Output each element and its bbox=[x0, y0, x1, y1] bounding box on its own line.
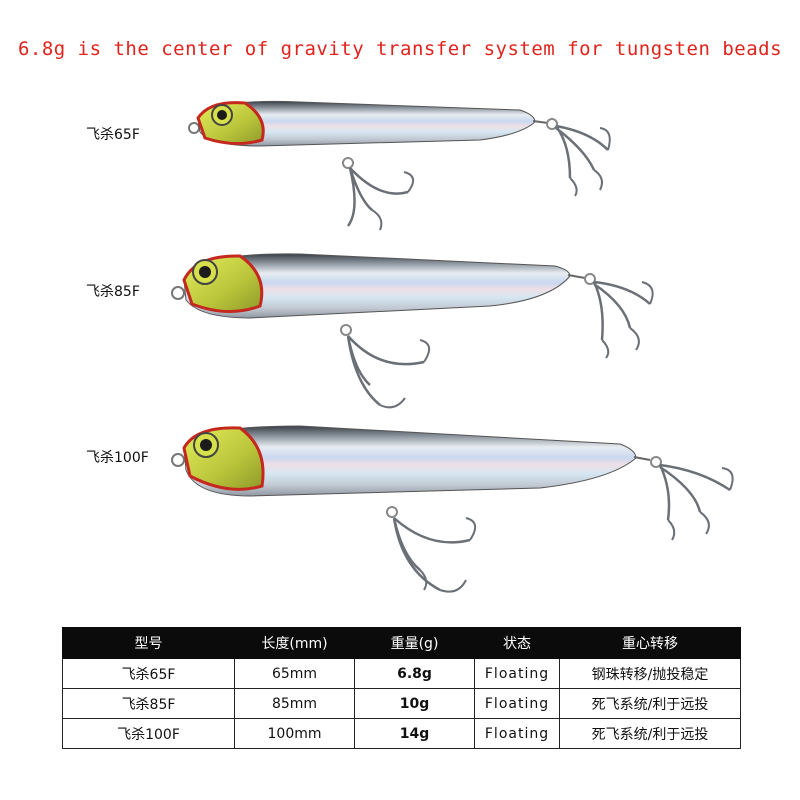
spec-table: 型号 长度(mm) 重量(g) 状态 重心转移 飞杀65F 65mm 6.8g … bbox=[62, 627, 741, 749]
cell-weight: 14g bbox=[354, 718, 475, 749]
cell-model: 飞杀100F bbox=[62, 718, 235, 749]
cell-length: 100mm bbox=[234, 718, 355, 749]
cell-length: 65mm bbox=[234, 658, 355, 689]
header-state: 状态 bbox=[474, 627, 560, 659]
table-row: 飞杀85F 85mm 10g Floating 死飞系统/利于远投 bbox=[62, 688, 741, 719]
cell-state: Floating bbox=[474, 688, 560, 719]
table-row: 飞杀65F 65mm 6.8g Floating 钢珠转移/抛投稳定 bbox=[62, 658, 741, 689]
cell-weight: 10g bbox=[354, 688, 475, 719]
lure-65f bbox=[188, 100, 611, 231]
lure-label-65f: 飞杀65F bbox=[86, 127, 140, 143]
lure-85f bbox=[171, 253, 654, 409]
header-weight: 重量(g) bbox=[354, 627, 475, 659]
lure-label-100f: 飞杀100F bbox=[86, 450, 149, 466]
lure-label-85f: 飞杀85F bbox=[86, 284, 140, 300]
cell-length: 85mm bbox=[234, 688, 355, 719]
cell-cog: 死飞系统/利于远投 bbox=[559, 688, 741, 719]
headline: 6.8g is the center of gravity transfer s… bbox=[17, 38, 783, 60]
cell-state: Floating bbox=[474, 658, 560, 689]
cell-model: 飞杀85F bbox=[62, 688, 235, 719]
cell-model: 飞杀65F bbox=[62, 658, 235, 689]
table-header-row: 型号 长度(mm) 重量(g) 状态 重心转移 bbox=[62, 627, 741, 659]
lure-images bbox=[171, 100, 734, 593]
cell-state: Floating bbox=[474, 718, 560, 749]
header-model: 型号 bbox=[62, 627, 235, 659]
cell-weight: 6.8g bbox=[354, 658, 475, 689]
lure-100f bbox=[171, 425, 734, 593]
table-row: 飞杀100F 100mm 14g Floating 死飞系统/利于远投 bbox=[62, 718, 741, 749]
cell-cog: 死飞系统/利于远投 bbox=[559, 718, 741, 749]
cell-cog: 钢珠转移/抛投稳定 bbox=[559, 658, 741, 689]
header-length: 长度(mm) bbox=[234, 627, 355, 659]
header-cog: 重心转移 bbox=[559, 627, 741, 659]
